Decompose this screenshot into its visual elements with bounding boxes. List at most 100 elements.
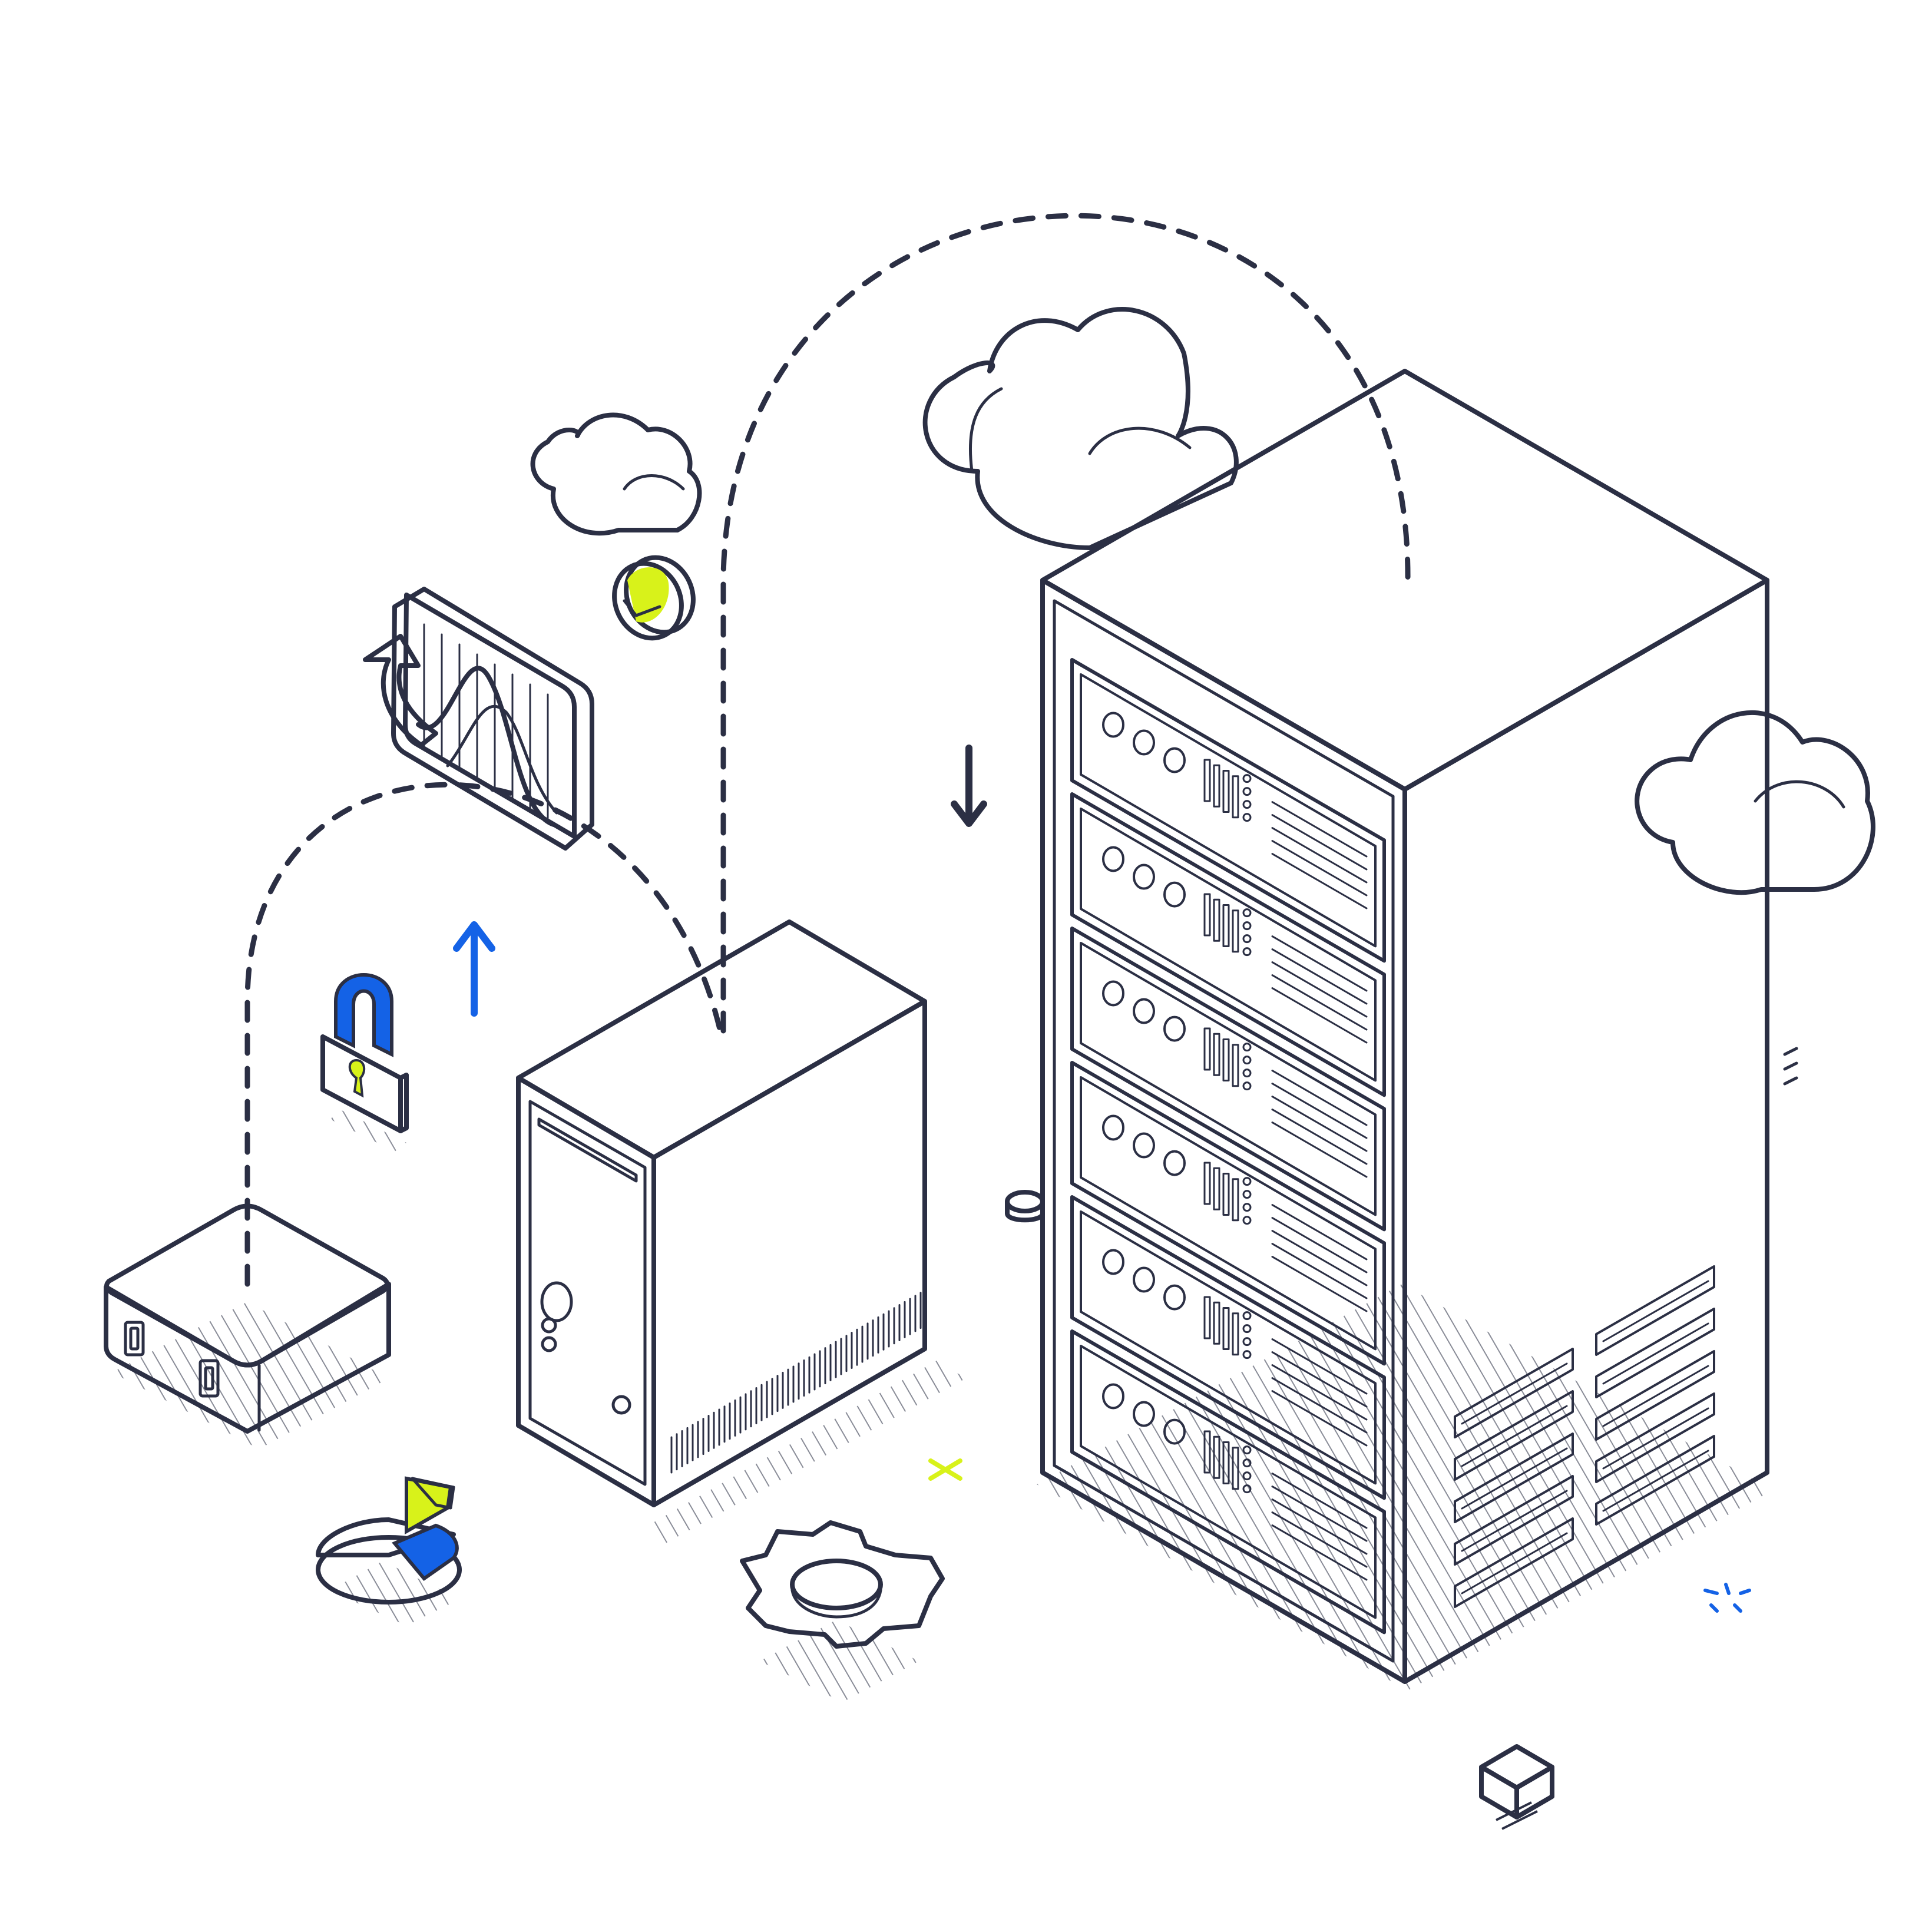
rack-vent-line: [1271, 948, 1368, 1005]
rack-side-vent-line: [1602, 1322, 1709, 1385]
rack-led: [1242, 1081, 1252, 1091]
tower-shadow: [648, 1361, 966, 1543]
rack-unit-inner: [1080, 808, 1377, 1082]
rack-vent-line: [1271, 1256, 1368, 1312]
rack-side-vent-line: [1461, 1447, 1568, 1510]
rack-vent-line: [1271, 840, 1368, 896]
rack-led: [1242, 1203, 1252, 1212]
rack-led: [1242, 1068, 1252, 1078]
rack-led: [1242, 1043, 1252, 1052]
rack-slot: [1213, 1167, 1220, 1210]
rack-button: [1163, 747, 1186, 773]
rack-slot: [1232, 1178, 1239, 1222]
rack-led: [1242, 800, 1252, 809]
rack-led: [1242, 1177, 1252, 1186]
rack-button: [1163, 1284, 1186, 1311]
rack-unit-inner: [1080, 673, 1377, 948]
rack-led: [1242, 1324, 1252, 1334]
rack-side-vent-line: [1602, 1407, 1709, 1470]
rack-unit-frame: [1070, 1061, 1386, 1366]
rack-slot: [1203, 759, 1211, 802]
rack-button: [1133, 1401, 1155, 1427]
tower-vent-grille: [670, 1292, 922, 1474]
rack-vent-line: [1271, 1473, 1368, 1529]
rack-vent-line: [1271, 1338, 1368, 1395]
rack-side-vents: [1454, 1265, 1715, 1608]
rack-side-vent: [1595, 1392, 1715, 1483]
rack-button: [1163, 1015, 1186, 1042]
rack-button: [1133, 1266, 1155, 1293]
rack-vent-line: [1271, 1096, 1368, 1152]
download-arrow-icon: [951, 745, 987, 827]
pie-chart-icon: [316, 1476, 462, 1626]
rack-slot: [1222, 1038, 1230, 1082]
upload-arrow-icon: [453, 921, 495, 1017]
rack-side-vent: [1595, 1350, 1715, 1441]
check-coin-icon: [612, 555, 696, 641]
rack-led: [1242, 921, 1252, 931]
coin-disc-icon: [1005, 1190, 1045, 1223]
rack-unit-inner: [1080, 1210, 1377, 1485]
rack-vent-line: [1271, 1377, 1368, 1434]
rack-side-vent-line: [1461, 1362, 1568, 1425]
rack-vent-line: [1271, 1243, 1368, 1299]
chart-tablet-icon: [363, 587, 594, 851]
cloud-icon-small: [530, 412, 702, 536]
arc-tower-to-rack: [720, 213, 1411, 1034]
rack-unit: [1070, 1329, 1386, 1635]
rack-side-vent-line: [1602, 1365, 1709, 1427]
rack-vent-line: [1271, 1070, 1368, 1126]
rack-side-vent: [1454, 1390, 1574, 1481]
server-rack-icon: [1037, 369, 1798, 1690]
rack-unit-inner: [1080, 942, 1377, 1216]
rack-slot: [1203, 1027, 1211, 1071]
rack-button: [1102, 1249, 1124, 1275]
rack-vent-line: [1271, 1524, 1368, 1581]
rack-led: [1242, 787, 1252, 796]
rack-slot: [1222, 770, 1230, 813]
rack-side-vent: [1454, 1348, 1574, 1438]
rack-slot: [1222, 904, 1230, 948]
rack-led: [1242, 774, 1252, 783]
rack-side-vent: [1454, 1517, 1574, 1608]
rack-slot: [1213, 1435, 1220, 1479]
rack-led: [1242, 1190, 1252, 1199]
network-box-icon: [104, 1203, 391, 1449]
rack-button: [1163, 1150, 1186, 1176]
small-cube-icon: [1479, 1744, 1554, 1830]
rack-vent-line: [1271, 1083, 1368, 1139]
rack-led: [1242, 1056, 1252, 1065]
rack-slot: [1232, 1312, 1239, 1356]
rack-led: [1242, 947, 1252, 957]
rack-led: [1242, 1484, 1252, 1494]
rack-slot: [1213, 1301, 1220, 1345]
rack-vent-line: [1271, 801, 1368, 858]
rack-units: [1070, 658, 1386, 1635]
rack-vent-line: [1271, 1109, 1368, 1165]
rack-side-ticks: [1783, 1047, 1798, 1086]
rack-unit: [1070, 658, 1386, 963]
rack-button: [1133, 729, 1155, 756]
rack-vent-line: [1271, 1511, 1368, 1568]
arc-box-to-tower: [244, 782, 724, 1287]
rack-vent-line: [1271, 1230, 1368, 1286]
rack-led: [1242, 1445, 1252, 1455]
rack-led: [1242, 1458, 1252, 1468]
rack-vent-line: [1271, 1204, 1368, 1261]
rack-button: [1102, 980, 1124, 1007]
sparkle-lime-icon: [928, 1458, 962, 1481]
rack-unit: [1070, 1195, 1386, 1500]
rack-unit-frame: [1070, 1195, 1386, 1500]
rack-vent-line: [1271, 853, 1368, 909]
rack-side-vent: [1595, 1308, 1715, 1398]
gear-icon: [740, 1520, 945, 1702]
rack-button: [1102, 712, 1124, 738]
cloud-icon-large: [922, 307, 1239, 550]
rack-vent-line: [1271, 935, 1368, 992]
rack-led: [1242, 934, 1252, 944]
rack-button: [1133, 998, 1155, 1024]
rack-button: [1163, 881, 1186, 908]
rack-slot: [1232, 909, 1239, 953]
rack-vent-line: [1271, 827, 1368, 884]
